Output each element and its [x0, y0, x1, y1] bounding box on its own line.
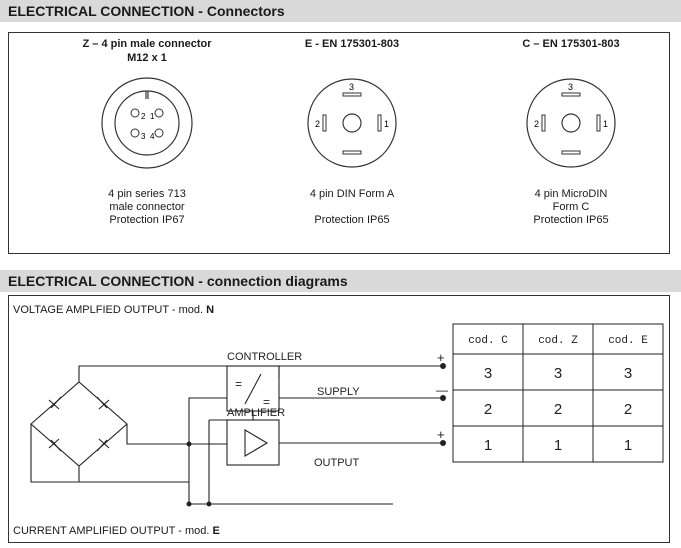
desc-line: male connector	[109, 201, 185, 213]
desc-line: Protection IP65	[533, 214, 609, 226]
connector-c-title: C – EN 175301-803	[471, 37, 671, 51]
section-title: ELECTRICAL CONNECTION - connection diagr…	[8, 273, 348, 289]
pin-label: 2	[315, 119, 320, 129]
pin-label: 2	[534, 119, 539, 129]
minus-sign: —	[436, 383, 448, 397]
table-cell: 3	[484, 365, 492, 382]
connector-title-line1: C – EN 175301-803	[522, 38, 620, 50]
voltage-output-label: VOLTAGE AMPLFIED OUTPUT - mod. N	[13, 304, 214, 316]
table-cell: 2	[554, 401, 562, 418]
connector-e-desc: 4 pin DIN Form A Protection IP65	[252, 188, 452, 227]
supply-label: SUPPLY	[317, 386, 360, 398]
pin-label: 1	[603, 119, 608, 129]
table-cell: 1	[484, 437, 492, 454]
pin-label: 3	[349, 82, 354, 92]
section-header-diagrams: ELECTRICAL CONNECTION - connection diagr…	[0, 270, 681, 292]
connector-title-line1: E - EN 175301-803	[304, 38, 400, 50]
desc-line: Protection IP65	[314, 214, 390, 226]
pin-label: 3	[141, 132, 146, 141]
section-header-connectors: ELECTRICAL CONNECTION - Connectors	[0, 0, 681, 22]
diagram-panel: VOLTAGE AMPLFIED OUTPUT - mod. N CURRENT…	[8, 295, 670, 543]
connector-e: E - EN 175301-803 3 2 1 4 pin DIN Form A…	[252, 33, 452, 226]
connector-c-desc: 4 pin MicroDIN Form C Protection IP65	[471, 188, 671, 227]
voltage-mod: N	[206, 304, 215, 316]
desc-line: 4 pin MicroDIN	[534, 188, 608, 200]
bridge-rectifier-icon	[30, 381, 128, 467]
pin-label: 1	[150, 112, 155, 121]
wiring-diagram: CONTROLLER = = AMPLIFIER SUPPLY OUTPUT +…	[30, 323, 664, 507]
pin-table	[452, 323, 664, 463]
connector-e-title: E - EN 175301-803	[252, 37, 452, 51]
connector-z-desc: 4 pin series 713 male connector Protecti…	[47, 188, 247, 227]
pin-label: 2	[141, 112, 146, 121]
connector-z-title: Z – 4 pin male connector M12 x 1	[47, 37, 247, 65]
table-cell: 3	[624, 365, 632, 382]
connectors-panel: Z – 4 pin male connector M12 x 1 2 1 3 4…	[8, 32, 670, 254]
desc-line: Protection IP67	[109, 214, 185, 226]
desc-line: 4 pin series 713	[108, 188, 186, 200]
controller-symbol-top: =	[235, 377, 242, 391]
current-output-label: CURRENT AMPLIFIED OUTPUT - mod. E	[13, 525, 220, 537]
din-connector-icon: 3 2 1	[307, 78, 397, 168]
table-cell: 3	[554, 365, 562, 382]
plus-sign: +	[437, 350, 445, 365]
connector-title-line1: Z – 4 pin male connector	[82, 38, 212, 50]
connector-c: C – EN 175301-803 3 2 1 4 pin MicroDIN F…	[471, 33, 671, 226]
m12-connector-icon: 2 1 3 4	[101, 77, 193, 169]
amplifier-box	[226, 419, 280, 466]
amplifier-label: AMPLIFIER	[227, 407, 285, 419]
section-title: ELECTRICAL CONNECTION - Connectors	[8, 3, 285, 19]
connector-title-line2: M12 x 1	[127, 52, 167, 64]
output-label: OUTPUT	[314, 457, 360, 469]
table-cell: 1	[554, 437, 562, 454]
table-header: cod. Z	[538, 335, 578, 347]
table-cell: 2	[624, 401, 632, 418]
desc-line: 4 pin DIN Form A	[309, 188, 395, 200]
table-cell: 1	[624, 437, 632, 454]
microdin-connector-icon: 3 2 1	[526, 78, 616, 168]
connector-z: Z – 4 pin male connector M12 x 1 2 1 3 4…	[47, 33, 247, 226]
desc-line: Form C	[552, 201, 590, 213]
pin-label: 4	[150, 132, 155, 141]
current-label-text: CURRENT AMPLIFIED OUTPUT - mod.	[13, 525, 213, 537]
plus-sign: +	[437, 427, 445, 442]
desc-line	[252, 201, 452, 214]
table-cell: 2	[484, 401, 492, 418]
pin-label: 3	[568, 82, 573, 92]
pin-label: 1	[384, 119, 389, 129]
amplifier-triangle-icon	[244, 429, 269, 457]
controller-label: CONTROLLER	[227, 351, 302, 363]
controller-symbol-bottom: =	[263, 395, 270, 409]
current-mod: E	[212, 525, 220, 537]
table-header: cod. E	[608, 335, 648, 347]
table-header: cod. C	[468, 335, 508, 347]
voltage-label-text: VOLTAGE AMPLFIED OUTPUT - mod.	[13, 304, 207, 316]
